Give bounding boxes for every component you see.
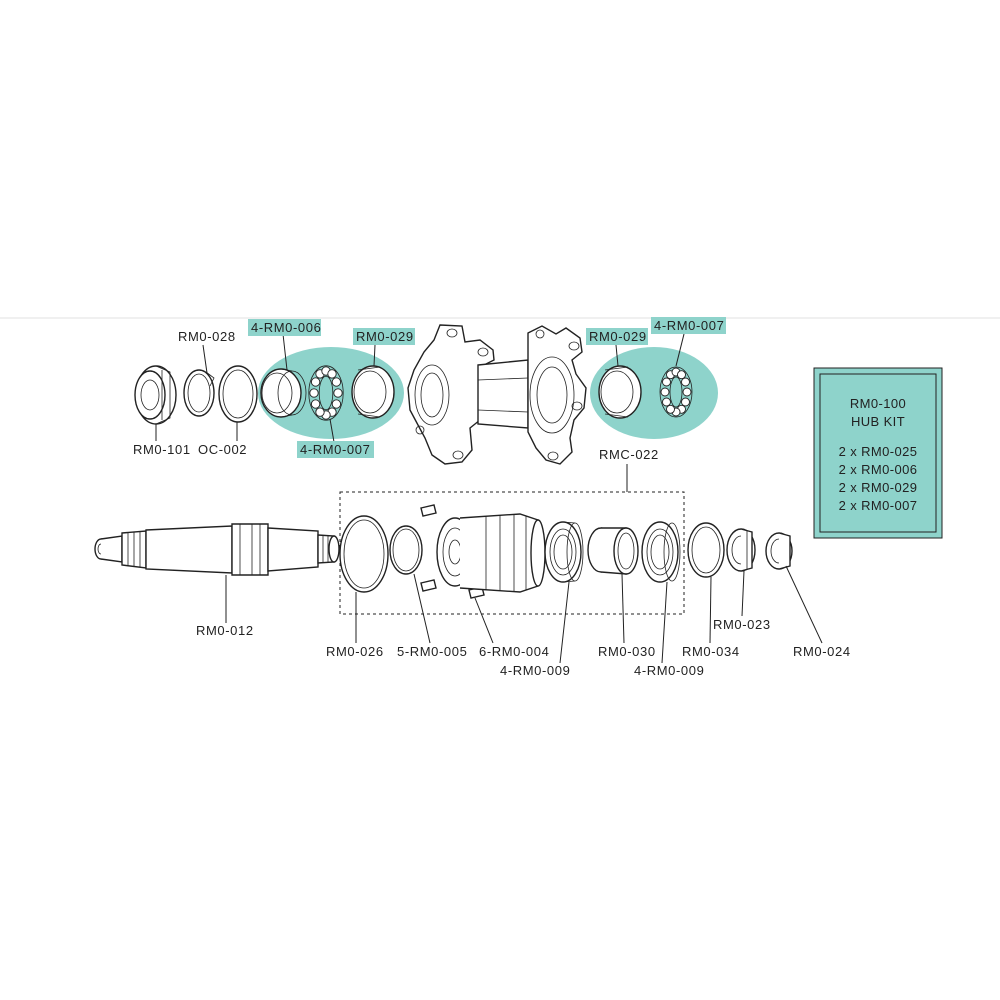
label-bg-4-rm0-006 xyxy=(248,319,321,336)
bearing-icon xyxy=(598,365,693,419)
hub-kit-box: RM0-100 HUB KIT 2 x RM0-025 2 x RM0-006 … xyxy=(813,367,943,539)
bearing-ball xyxy=(331,399,342,409)
bearing-ball xyxy=(660,387,670,397)
freehub-body-icon xyxy=(436,513,546,593)
end-cap-icon xyxy=(765,532,793,570)
label-rm0-028: RM0-028 xyxy=(178,329,236,344)
seal-ring-icon xyxy=(339,515,389,593)
cage-ring xyxy=(659,366,693,418)
kit-name: HUB KIT xyxy=(851,414,905,429)
leader-lines xyxy=(155,333,823,664)
ball-cage-right xyxy=(659,366,693,418)
bearing-ball xyxy=(327,369,337,379)
kit-item: 2 x RM0-007 xyxy=(839,498,918,513)
cage-inner-ring xyxy=(669,376,683,408)
label-rm0-023: RM0-023 xyxy=(713,617,771,632)
label-rm0-034: RM0-034 xyxy=(682,644,740,659)
hub-shell-icon xyxy=(407,324,587,465)
label-oc-002: OC-002 xyxy=(198,442,247,457)
bearing-ball xyxy=(315,407,325,417)
label-4-rm0-006: 4-RM0-006 xyxy=(251,320,321,335)
cage-inner-ring xyxy=(318,375,334,411)
bearing-icon xyxy=(260,365,395,421)
label-4-rm0-007-right: 4-RM0-007 xyxy=(654,318,724,333)
spring-icon xyxy=(183,369,215,417)
label-rm0-024: RM0-024 xyxy=(793,644,851,659)
bearing-ball xyxy=(681,377,690,387)
label-bg-4-rm0-007-left xyxy=(297,441,374,458)
bearing-ball xyxy=(331,377,342,387)
kit-item: 2 x RM0-029 xyxy=(839,480,918,495)
bearing-ball xyxy=(662,377,671,387)
seal-ring-icon xyxy=(687,522,725,578)
label-rmc-022: RMC-022 xyxy=(599,447,659,462)
label-4-rm0-007-left: 4-RM0-007 xyxy=(300,442,370,457)
cage-ring xyxy=(308,365,344,421)
label-rm0-026: RM0-026 xyxy=(326,644,384,659)
bearing-icon xyxy=(641,521,681,583)
label-rm0-029-right: RM0-029 xyxy=(589,329,647,344)
end-cap-icon xyxy=(726,528,756,572)
bearing-ball xyxy=(666,404,675,414)
bearing-ball xyxy=(662,397,671,407)
spacer-tube-icon xyxy=(587,527,639,575)
bearing-icon xyxy=(544,521,584,583)
label-6-rm0-004: 6-RM0-004 xyxy=(479,644,549,659)
label-bg-4-rm0-007-right xyxy=(651,317,726,334)
label-5-rm0-005: 5-RM0-005 xyxy=(397,644,467,659)
bearing-ball xyxy=(681,397,690,407)
label-rm0-012: RM0-012 xyxy=(196,623,254,638)
bearing-ball xyxy=(310,399,321,409)
label-rm0-029-left: RM0-029 xyxy=(356,329,414,344)
kit-item: 2 x RM0-025 xyxy=(839,444,918,459)
bearing-ball xyxy=(682,387,692,397)
kit-item: 2 x RM0-006 xyxy=(839,462,918,477)
seal-ring-icon xyxy=(218,365,258,423)
spring-icon xyxy=(389,525,423,575)
bearing-ball xyxy=(310,377,321,387)
bearing-ball xyxy=(309,388,319,398)
label-bg-rm0-029-left xyxy=(353,328,415,345)
bearing-ball xyxy=(333,388,343,398)
label-rm0-101: RM0-101 xyxy=(133,442,191,457)
end-cap-icon xyxy=(134,365,177,425)
label-rm0-030: RM0-030 xyxy=(598,644,656,659)
bearing-ball xyxy=(677,370,686,380)
kit-code: RM0-100 xyxy=(850,396,906,411)
axle-icon xyxy=(94,523,340,576)
label-bg-rm0-029-right xyxy=(586,328,648,345)
label-4-rm0-009-left: 4-RM0-009 xyxy=(500,663,570,678)
label-4-rm0-009-right: 4-RM0-009 xyxy=(634,663,704,678)
ball-cage-left xyxy=(308,365,344,421)
